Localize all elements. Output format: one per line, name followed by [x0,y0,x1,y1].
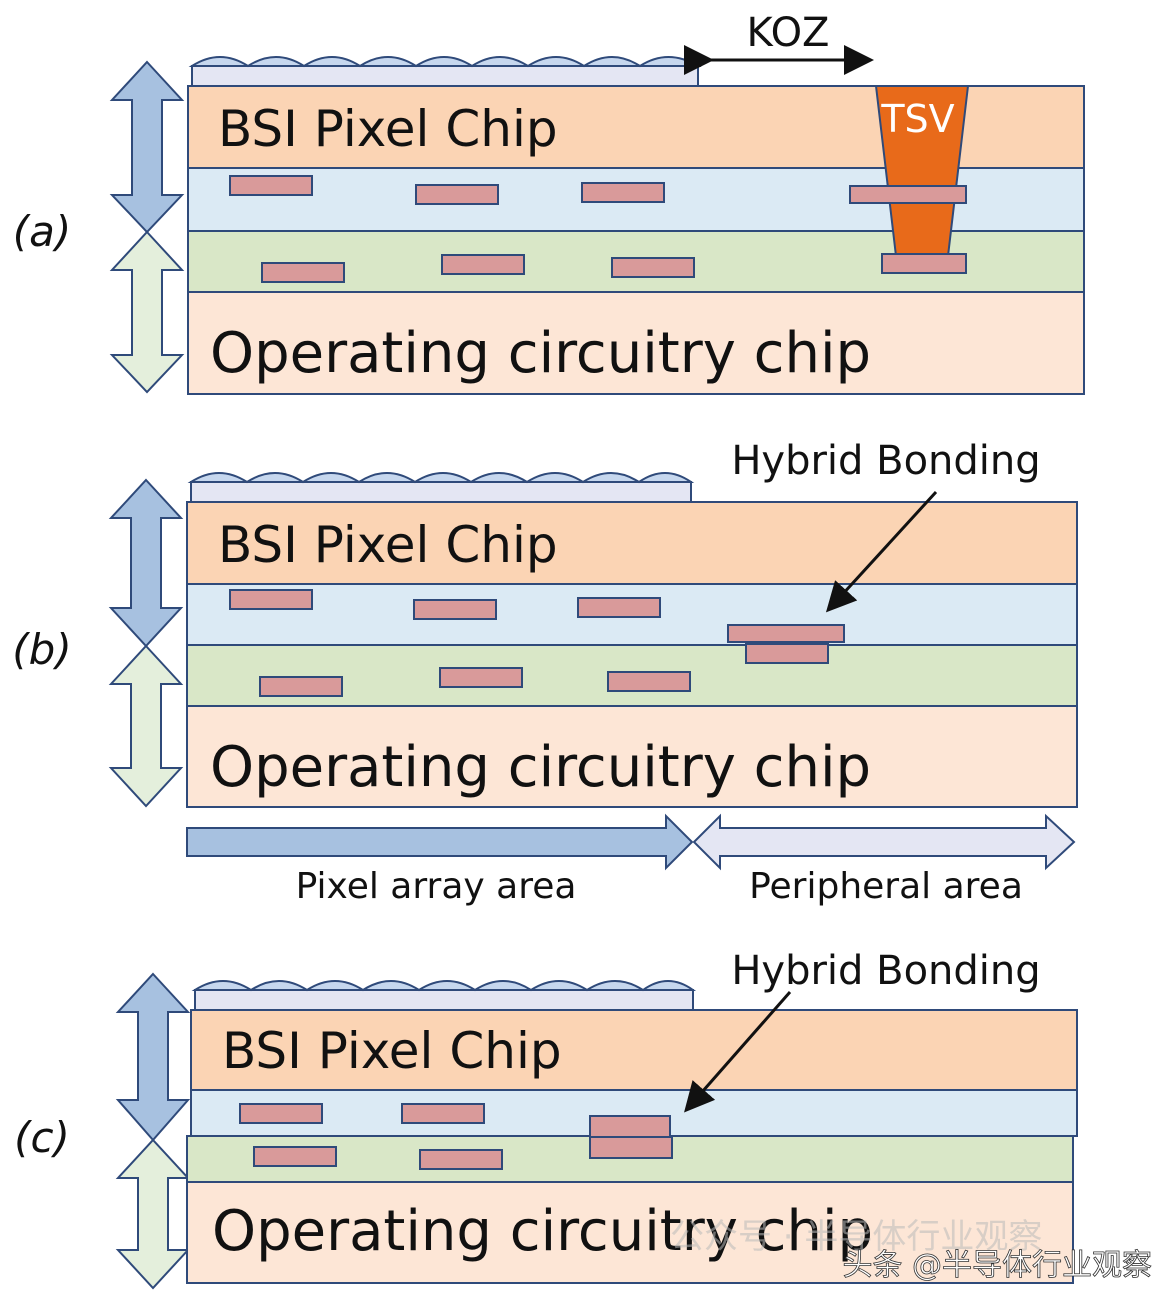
faint-watermark: 公众号 · 半导体行业观察 [670,1217,1042,1257]
circuit-chip-thickness-arrow [115,1138,191,1290]
peripheral-area-label: Peripheral area [749,866,1023,907]
hybrid-bonding-label: Hybrid Bonding [731,948,1040,994]
hybrid-bond-bottom-pad [745,643,829,664]
bsi-pixel-chip-layer [190,1009,1078,1091]
panel-a: TSV KOZ BSI Pixel Chip Operating circuit… [13,10,1085,395]
microlens-array [191,980,697,1011]
operating-circuitry-chip-layer [187,291,1085,395]
operating-circuitry-chip-layer [186,705,1078,808]
panel-label-b: (b) [12,625,71,674]
tsv-top-pad [849,185,967,204]
pixel-chip-thickness-arrow [109,60,185,234]
panel-label-a: (a) [13,207,72,256]
operating-circuitry-chip-label: Operating circuitry chip [212,1199,873,1264]
source-watermark: 头条 @半导体行业观察 [842,1248,1152,1283]
hybrid-bond-top-pad [589,1115,671,1138]
bsi-pixel-chip-label: BSI Pixel Chip [222,1022,562,1080]
metal-pads [229,589,691,697]
circuit-chip-thickness-arrow [109,230,185,394]
pixel-array-area-arrow [186,813,694,871]
bsi-pixel-chip-label: BSI Pixel Chip [218,100,558,158]
metal-pads [239,1103,503,1170]
panel-c: Hybrid Bonding BSI Pixel Chip Operating … [14,948,1078,1290]
operating-circuitry-chip-label: Operating circuitry chip [210,735,871,800]
peripheral-area-arrow [692,813,1076,871]
operating-circuitry-chip-label: Operating circuitry chip [210,321,871,386]
bsi-pixel-chip-layer [186,501,1078,585]
tsv-bottom-pad [881,253,967,274]
hybrid-bond-bottom-pad [589,1136,673,1159]
bsi-pixel-chip-label: BSI Pixel Chip [218,516,558,574]
pixel-array-area-label: Pixel array area [296,866,577,907]
panel-b: Hybrid Bonding BSI Pixel Chip Operating … [12,438,1078,907]
hybrid-bonding-pointer [684,991,792,1113]
koz-label: KOZ [747,10,830,56]
microlens-array [187,472,695,503]
circuit-chip-thickness-arrow [108,644,184,808]
hybrid-bond-top-pad [727,624,845,643]
pixel-chip-thickness-arrow [115,972,191,1142]
pixel-chip-thickness-arrow [108,478,184,648]
microlens-array [188,56,702,87]
hybrid-bonding-pointer [825,490,938,613]
tsv-label: TSV [880,97,954,141]
metal-pads [229,175,695,283]
hybrid-bonding-label: Hybrid Bonding [731,438,1040,484]
panel-label-c: (c) [14,1113,70,1162]
operating-circuitry-chip-layer [186,1181,1074,1284]
